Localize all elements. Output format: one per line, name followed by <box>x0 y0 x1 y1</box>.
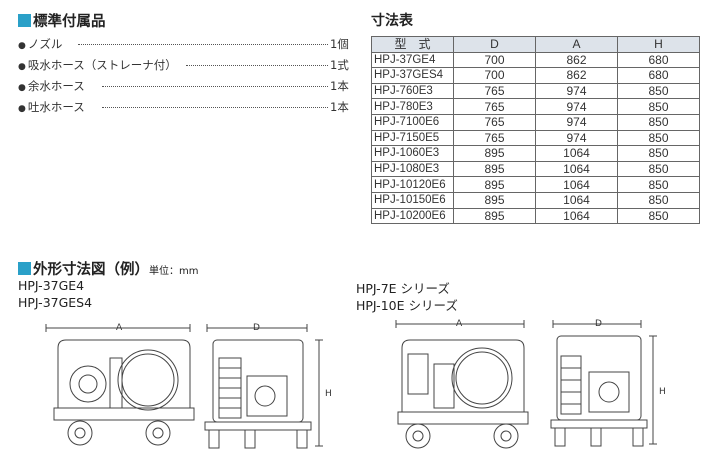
accessory-name: 余水ホース <box>27 79 85 93</box>
cell-model: HPJ-37GE4 <box>371 51 454 69</box>
cell-d: 765 <box>453 129 536 147</box>
cell-d: 765 <box>453 113 536 131</box>
cell-a: 1064 <box>535 145 618 162</box>
accessory-item: ●吐水ホース 1本 <box>18 99 349 115</box>
cell-h: 850 <box>617 129 700 147</box>
side-view-drawing-large: A <box>395 319 529 449</box>
cell-d: 895 <box>453 145 536 162</box>
cell-a: 862 <box>535 51 618 69</box>
dim-label-d-right: D <box>595 319 602 329</box>
cell-d: 895 <box>453 191 536 209</box>
accessory-name: 吸水ホース（ストレーナ付） <box>27 58 177 72</box>
cell-h: 680 <box>617 67 700 84</box>
cell-model: HPJ-780E3 <box>371 98 454 115</box>
cell-a: 1064 <box>535 207 618 225</box>
cell-model: HPJ-1080E3 <box>371 160 454 178</box>
cell-h: 850 <box>617 98 700 115</box>
col-header-d: D <box>453 36 536 53</box>
cell-model: HPJ-7100E6 <box>371 113 454 131</box>
accessory-name: 吐水ホース <box>27 100 85 114</box>
cell-d: 765 <box>453 98 536 115</box>
front-view-drawing-small: D H <box>204 323 332 449</box>
right-model-1: HPJ-7E シリーズ <box>356 281 450 296</box>
cell-model: HPJ-10150E6 <box>371 191 454 209</box>
col-header-a: A <box>535 36 618 53</box>
cell-h: 850 <box>617 145 700 162</box>
accessories-title: 標準付属品 <box>33 14 106 30</box>
cell-a: 862 <box>535 67 618 84</box>
accessory-item: ●余水ホース 1本 <box>18 78 349 94</box>
cell-d: 895 <box>453 176 536 193</box>
cell-d: 765 <box>453 82 536 100</box>
cell-a: 974 <box>535 82 618 100</box>
cell-d: 895 <box>453 160 536 178</box>
cell-d: 700 <box>453 67 536 84</box>
cell-a: 974 <box>535 98 618 115</box>
accessory-item: ●吸水ホース（ストレーナ付） 1式 <box>18 57 349 73</box>
col-header-model: 型 式 <box>371 36 454 53</box>
left-model-2: HPJ-37GES4 <box>18 295 93 310</box>
heading-marker <box>18 14 31 27</box>
side-view-drawing-small: A <box>45 323 195 446</box>
dim-label-h: H <box>325 389 332 399</box>
cell-d: 895 <box>453 207 536 225</box>
unit-label: 単位：mm <box>149 266 199 277</box>
cell-model: HPJ-37GES4 <box>371 67 454 84</box>
cell-h: 850 <box>617 82 700 100</box>
dim-label-h-right: H <box>659 387 666 397</box>
cell-model: HPJ-1060E3 <box>371 145 454 162</box>
right-model-2: HPJ-10E シリーズ <box>356 298 458 313</box>
cell-h: 850 <box>617 191 700 209</box>
cell-a: 1064 <box>535 191 618 209</box>
cell-a: 974 <box>535 129 618 147</box>
col-header-h: H <box>617 36 700 53</box>
cell-a: 1064 <box>535 176 618 193</box>
heading-marker <box>18 262 31 275</box>
dimensions-title: 寸法表 <box>371 13 413 29</box>
accessory-qty: 1本 <box>330 79 349 93</box>
dim-label-a-right: A <box>456 319 463 329</box>
cell-a: 974 <box>535 113 618 131</box>
accessory-qty: 1個 <box>330 37 349 51</box>
cell-model: HPJ-760E3 <box>371 82 454 100</box>
cell-model: HPJ-10200E6 <box>371 207 454 225</box>
cell-model: HPJ-7150E5 <box>371 129 454 147</box>
front-view-drawing-large: D H <box>550 319 666 447</box>
cell-h: 850 <box>617 160 700 178</box>
cell-h: 850 <box>617 176 700 193</box>
accessory-qty: 1本 <box>330 100 349 114</box>
cell-h: 680 <box>617 51 700 69</box>
cell-a: 1064 <box>535 160 618 178</box>
accessory-item: ●ノズル 1個 <box>18 36 349 52</box>
table-header-row: 型 式 D A H <box>371 36 700 53</box>
outline-title: 外形寸法図（例） <box>33 262 149 278</box>
cell-h: 850 <box>617 207 700 225</box>
dim-label-d: D <box>253 323 260 333</box>
cell-model: HPJ-10120E6 <box>371 176 454 193</box>
dim-label-a: A <box>116 323 123 333</box>
cell-d: 700 <box>453 51 536 69</box>
accessories-heading: 標準付属品 <box>18 10 106 31</box>
accessory-name: ノズル <box>27 37 63 51</box>
cell-h: 850 <box>617 113 700 131</box>
accessory-qty: 1式 <box>330 58 349 72</box>
outline-heading: 外形寸法図（例）単位：mm <box>18 258 198 279</box>
left-model-1: HPJ-37GE4 <box>18 278 85 293</box>
